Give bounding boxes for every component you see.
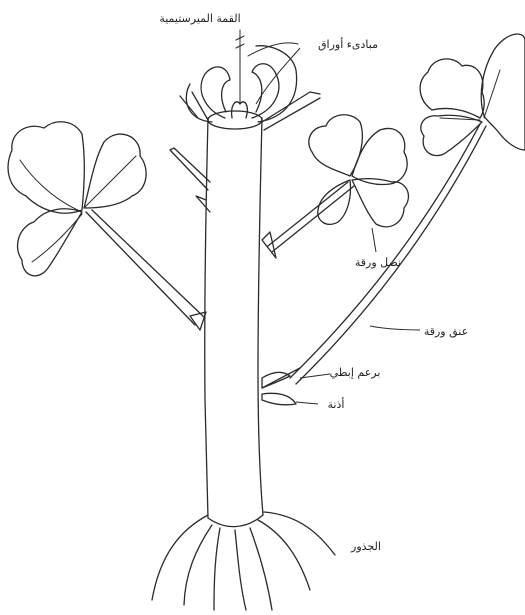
- label-axillary-bud: برعم إبطي: [330, 366, 381, 379]
- label-leaf-blade: نصل ورقة: [355, 256, 401, 269]
- label-stipule: أذنة: [328, 397, 345, 411]
- label-petiole: عنق ورقة: [424, 325, 468, 339]
- label-leaf-primordia: مبادىء أوراق: [318, 37, 378, 51]
- main-stem: [205, 111, 263, 527]
- upper-shoots: [170, 92, 320, 212]
- leader-lines: [256, 48, 420, 404]
- label-roots: الجذور: [350, 540, 381, 553]
- label-meristem-tip: القمة الميرستيمية: [159, 12, 240, 25]
- apex-primordia: [186, 30, 298, 122]
- middle-right-leaf: [262, 115, 408, 258]
- roots: [152, 512, 335, 610]
- left-leaf: [8, 122, 206, 330]
